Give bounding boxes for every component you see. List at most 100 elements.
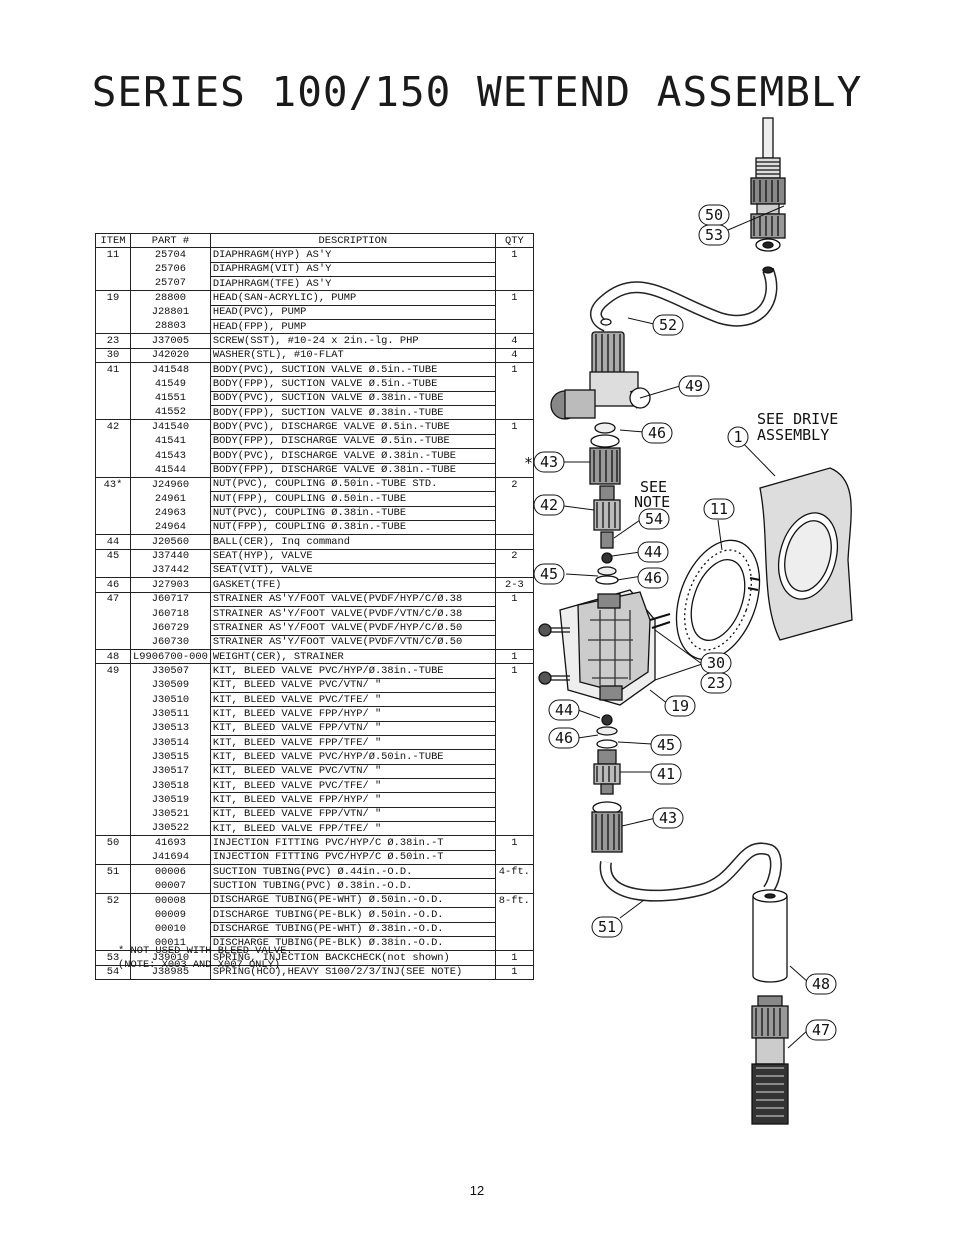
callout-54: 54 (638, 508, 670, 530)
qty-cell (494, 376, 534, 392)
description-cell: DIAPHRAGM(VIT) AS'Y (209, 262, 496, 278)
svg-text:44: 44 (644, 543, 662, 561)
part-number-cell: 41541 (130, 434, 211, 449)
qty-cell (494, 620, 534, 636)
part-number-cell: 24964 (130, 520, 211, 535)
injection-fitting-drawing (750, 117, 786, 252)
description-cell: KIT, BLEED VALVE PVC/HYP/Ø.50in.-TUBE (209, 749, 496, 765)
strainer-weight-drawing (752, 889, 788, 983)
qty-cell: 1 (494, 950, 534, 966)
item-cell: 53 (95, 950, 131, 966)
qty-cell (494, 907, 534, 922)
item-cell: 41 (95, 362, 131, 377)
description-cell: DISCHARGE TUBING(PE-WHT) Ø.38in.-O.D. (209, 922, 496, 937)
footnote-line-1: * NOT USED WITH BLEED VALVE. (118, 945, 293, 957)
description-cell: HEAD(FPP), PUMP (209, 319, 496, 335)
svg-text:41: 41 (657, 765, 675, 783)
qty-cell (494, 807, 534, 822)
svg-text:43: 43 (659, 809, 677, 827)
see-label: SEE (640, 478, 667, 496)
item-cell (95, 620, 131, 636)
svg-text:46: 46 (648, 424, 666, 442)
description-cell: DIAPHRAGM(HYP) AS'Y (209, 247, 496, 263)
svg-text:30: 30 (707, 654, 725, 672)
part-number-cell: 41543 (130, 448, 211, 463)
qty-cell: 8-ft. (494, 892, 534, 908)
qty-cell (494, 391, 534, 406)
item-cell: 47 (95, 591, 131, 607)
description-cell: STRAINER AS'Y/FOOT VALVE(PVDF/VTN/C/Ø.38 (209, 606, 496, 622)
footnote-line-2: (NOTE: X003 AND X007 ONLY) (118, 959, 281, 971)
part-number-cell: 28803 (130, 319, 211, 334)
part-number-cell: J30515 (130, 749, 211, 765)
callout-44-b: 44 (548, 699, 580, 721)
drive-assembly-drawing (747, 467, 853, 641)
qty-cell (494, 721, 534, 736)
item-cell (95, 276, 131, 291)
item-cell (95, 563, 131, 578)
part-number-cell: J30509 (130, 678, 211, 693)
description-cell: HEAD(SAN-ACRYLIC), PUMP (209, 290, 496, 306)
description-cell: SEAT(VIT), VALVE (209, 563, 496, 579)
part-number-cell: 41551 (130, 391, 211, 406)
description-cell: NUT(PVC), COUPLING Ø.50in.-TUBE STD. (209, 476, 496, 493)
part-number-cell: J41548 (130, 362, 211, 377)
qty-cell (494, 792, 534, 808)
callout-1: 1 (727, 426, 749, 448)
qty-cell: 4 (494, 347, 534, 363)
coupling-nut-lower-drawing (591, 801, 623, 853)
svg-text:50: 50 (705, 206, 723, 224)
description-cell: INJECTION FITTING PVC/HYP/C Ø.50in.-T (209, 850, 496, 866)
description-cell: NUT(FPP), COUPLING Ø.50in.-TUBE (209, 491, 496, 507)
suction-valve-drawing (593, 749, 621, 795)
qty-cell: 1 (494, 964, 534, 980)
exploded-assembly-diagram: 50 53 52 49 46 1 43 42 54 11 44 45 46 30… (524, 117, 853, 1125)
header-description: DESCRIPTION (209, 232, 496, 249)
svg-text:11: 11 (710, 500, 728, 518)
item-cell: 42 (95, 419, 131, 435)
description-cell: KIT, BLEED VALVE FPP/HYP/ " (209, 792, 496, 808)
part-number-cell: J60729 (130, 620, 211, 636)
part-number-cell: 24961 (130, 491, 211, 507)
part-number-cell: J60730 (130, 635, 211, 650)
item-cell: 48 (95, 648, 131, 664)
callout-45-b: 45 (650, 734, 682, 756)
item-cell (95, 850, 131, 865)
part-number-cell: J37440 (130, 548, 211, 564)
svg-text:19: 19 (671, 697, 689, 715)
callout-46-c: 46 (548, 727, 580, 749)
description-cell: BODY(FPP), SUCTION VALVE Ø.38in.-TUBE (209, 405, 496, 421)
item-cell (95, 376, 131, 392)
description-cell: NUT(FPP), COUPLING Ø.38in.-TUBE (209, 520, 496, 536)
description-cell: DIAPHRAGM(TFE) AS'Y (209, 276, 496, 292)
callout-43-b: 43 (652, 807, 684, 829)
callout-51: 51 (591, 916, 623, 938)
description-cell: HEAD(PVC), PUMP (209, 305, 496, 321)
qty-cell: 1 (494, 835, 534, 851)
part-number-cell: J37442 (130, 563, 211, 578)
part-number-cell: J41540 (130, 419, 211, 435)
description-cell: WEIGHT(CER), STRAINER (209, 648, 496, 665)
qty-cell: 4-ft. (494, 864, 534, 879)
description-cell: KIT, BLEED VALVE PVC/TFE/ " (209, 778, 496, 794)
